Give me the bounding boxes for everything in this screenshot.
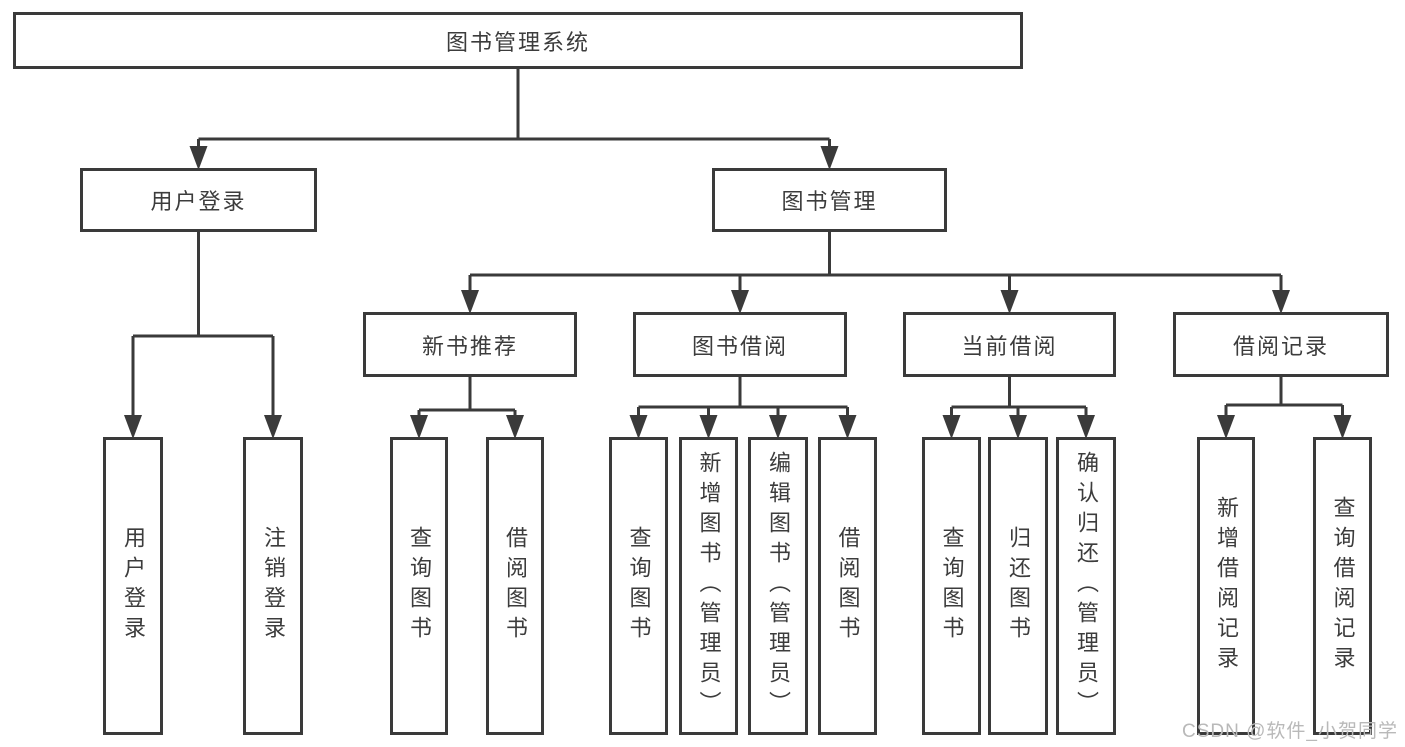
node-book-mgmt: 图书管理 [712,168,947,232]
arrowhead-icon-leaf-br-query [1333,415,1352,439]
arrowhead-icon-leaf-bb-query [629,415,648,439]
arrowhead-icon-borrow-records [1272,290,1290,314]
node-leaf-bb-query: 查询图书 [609,437,668,735]
arrowhead-icon-leaf-br-add [1217,415,1235,439]
node-label: 查询图书 [407,526,432,646]
node-label: 借阅图书 [503,526,528,646]
node-leaf-bb-borrow: 借阅图书 [818,437,877,735]
node-label: 借阅记录 [1232,333,1329,359]
node-book-borrow: 图书借阅 [633,312,847,377]
node-leaf-rec-borrow: 借阅图书 [486,437,544,735]
node-label: 编辑图书（管理员） [766,451,791,721]
node-leaf-cb-return: 归还图书 [988,437,1048,735]
arrowhead-icon-leaf-bb-add [699,415,718,439]
node-leaf-cb-confirm: 确认归还（管理员） [1056,437,1116,735]
node-borrow-records: 借阅记录 [1173,312,1389,377]
node-label: 用户登录 [121,526,146,646]
node-leaf-cb-query: 查询图书 [922,437,981,735]
arrowhead-icon-leaf-rec-query [410,415,428,439]
arrowhead-icon-new-book-rec [461,290,479,314]
node-label: 归还图书 [1006,526,1031,646]
arrowhead-icon-leaf-logout [264,415,282,439]
arrowhead-icon-leaf-bb-borrow [838,415,857,439]
arrowhead-icon-leaf-cb-confirm [1077,415,1095,439]
node-label: 新书推荐 [421,333,518,359]
node-leaf-user-login: 用户登录 [103,437,163,735]
node-leaf-bb-edit: 编辑图书（管理员） [748,437,808,735]
node-user-login: 用户登录 [80,168,317,232]
node-label: 当前借阅 [961,333,1058,359]
arrowhead-icon-leaf-cb-query [942,415,961,439]
node-leaf-logout: 注销登录 [243,437,303,735]
node-root: 图书管理系统 [13,12,1023,69]
arrowhead-icon-leaf-rec-borrow [506,415,524,439]
node-label: 确认归还（管理员） [1074,451,1099,721]
node-label: 注销登录 [261,526,286,646]
node-leaf-br-query: 查询借阅记录 [1313,437,1372,735]
node-current-borrow: 当前借阅 [903,312,1116,377]
node-new-book-rec: 新书推荐 [363,312,577,377]
node-label: 查询图书 [626,526,652,646]
node-label: 图书借阅 [691,333,788,359]
arrowhead-icon-leaf-cb-return [1009,415,1027,439]
arrowhead-icon-leaf-user-login [124,415,142,439]
node-label: 借阅图书 [835,526,861,646]
node-label: 新增借阅记录 [1214,496,1239,676]
node-label: 查询图书 [939,526,965,646]
node-label: 图书管理 [781,189,878,214]
arrowhead-icon-user-login [189,146,208,170]
arrowhead-icon-book-mgmt [820,146,839,170]
node-leaf-bb-add: 新增图书（管理员） [679,437,738,735]
arrowhead-icon-book-borrow [731,290,749,314]
node-label: 新增图书（管理员） [696,451,722,721]
arrowhead-icon-current-borrow [1000,290,1019,314]
node-label: 查询借阅记录 [1330,496,1356,676]
node-leaf-br-add: 新增借阅记录 [1197,437,1255,735]
node-leaf-rec-query: 查询图书 [390,437,448,735]
arrowhead-icon-leaf-bb-edit [769,415,787,439]
node-label: 用户登录 [150,189,247,214]
watermark-text: CSDN @软件_小贺同学 [1182,721,1398,742]
node-label: 图书管理系统 [445,29,590,55]
